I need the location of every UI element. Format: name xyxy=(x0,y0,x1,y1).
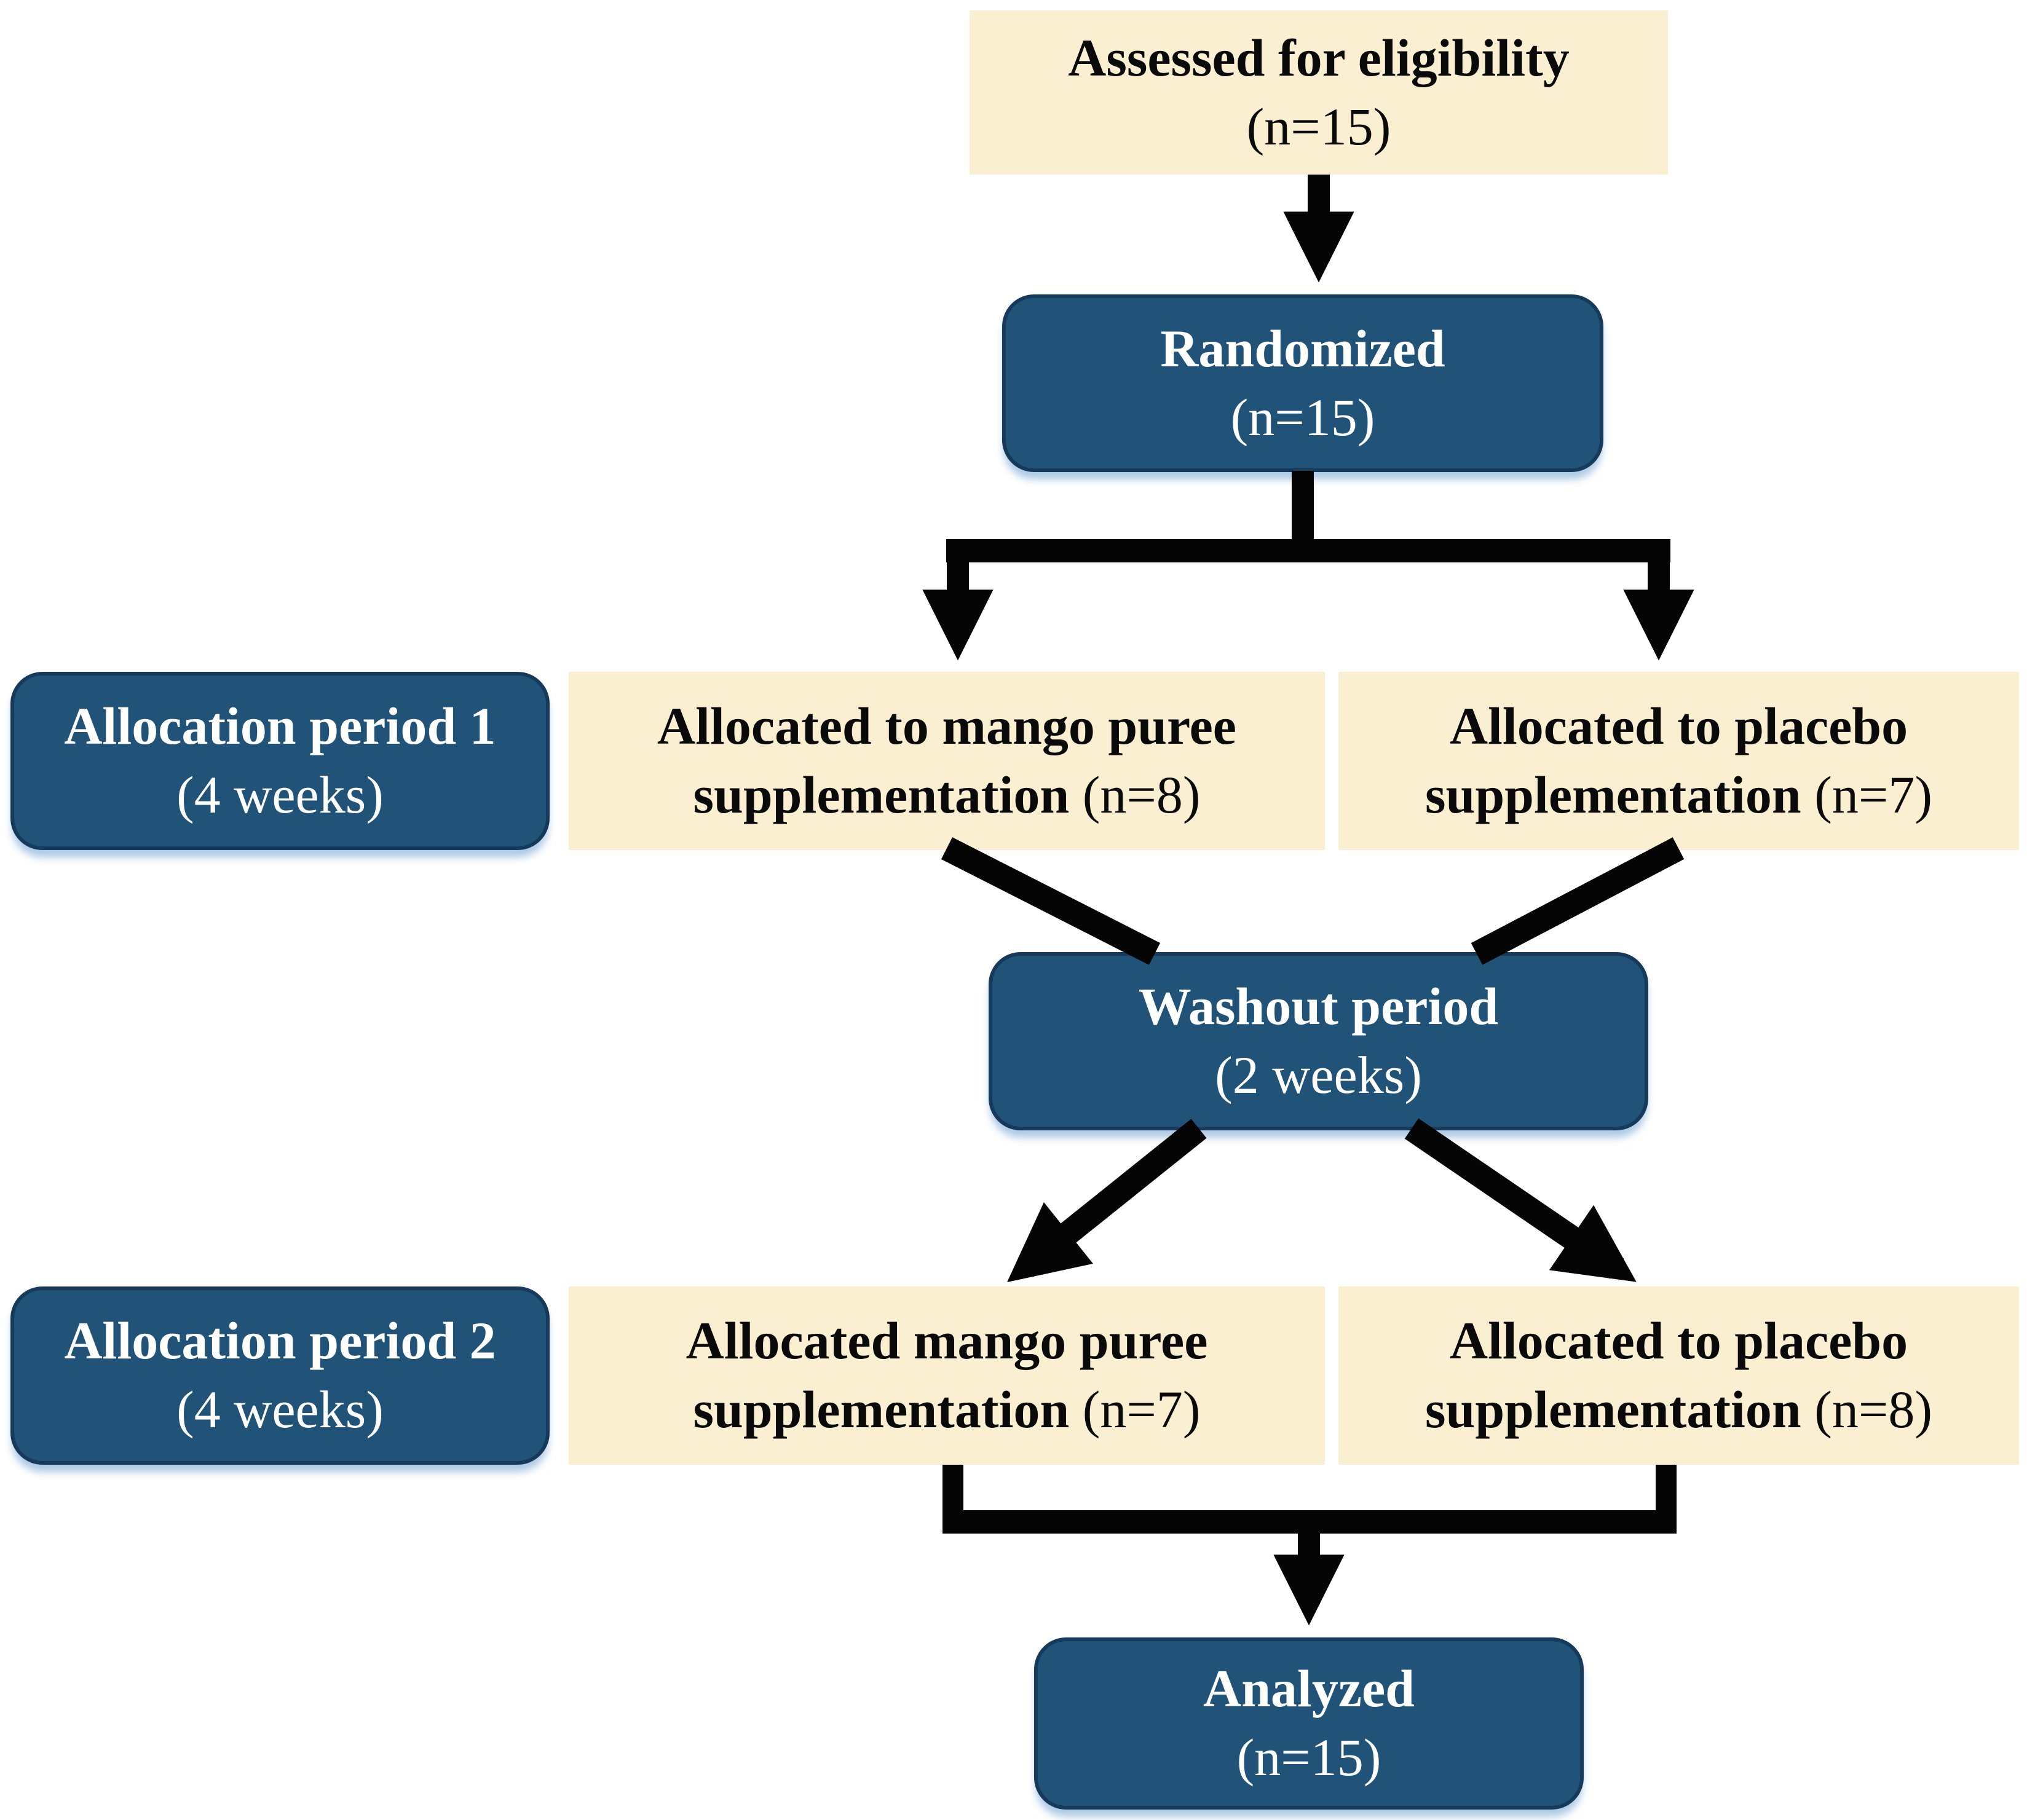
arrow-washout-to-mango2 xyxy=(1007,1119,1207,1283)
node-analyzed: Analyzed (n=15) xyxy=(1034,1637,1584,1810)
arrow-washout-to-placebo2 xyxy=(1404,1118,1637,1282)
node-label: Analyzed (n=15) xyxy=(1203,1655,1415,1792)
node-allocation-period-1: Allocation period 1 (4 weeks) xyxy=(10,672,550,850)
node-allocated-placebo-period2: Allocated to placebo supplementation (n=… xyxy=(1338,1286,2019,1465)
node-allocation-period-2: Allocation period 2 (4 weeks) xyxy=(10,1286,550,1465)
node-title: Washout period xyxy=(1138,977,1499,1036)
node-label: Allocated mango puree supplementation (n… xyxy=(569,1307,1325,1444)
node-title: Allocated to placebo supplementation xyxy=(1425,1311,1908,1439)
node-count: (n=8) xyxy=(1082,765,1201,824)
node-count: (n=15) xyxy=(1230,387,1375,447)
node-duration: (4 weeks) xyxy=(176,765,384,824)
node-count: (n=15) xyxy=(1236,1728,1381,1787)
node-allocated-mango-puree-period2: Allocated mango puree supplementation (n… xyxy=(569,1286,1325,1465)
node-label: Assessed for eligibility (n=15) xyxy=(1068,24,1569,162)
line-mango1-to-washout xyxy=(941,837,1161,965)
node-title: Allocation period 1 xyxy=(64,696,496,756)
node-washout-period: Washout period (2 weeks) xyxy=(989,952,1648,1130)
node-count: (n=15) xyxy=(1246,97,1391,156)
node-title: Assessed for eligibility xyxy=(1068,28,1570,87)
node-title: Allocated mango puree supplementation xyxy=(686,1311,1208,1439)
node-label: Washout period (2 weeks) xyxy=(1139,972,1498,1110)
node-count: (n=7) xyxy=(1082,1380,1201,1439)
node-title: Allocated to mango puree supplementation xyxy=(657,696,1236,824)
node-label: Allocated to placebo supplementation (n=… xyxy=(1338,1307,2019,1444)
node-title: Analyzed xyxy=(1203,1659,1415,1719)
node-label: Allocation period 1 (4 weeks) xyxy=(64,692,496,830)
node-title: Randomized xyxy=(1160,318,1445,378)
node-randomized: Randomized (n=15) xyxy=(1002,294,1603,472)
node-allocated-placebo-period1: Allocated to placebo supplementation (n=… xyxy=(1338,672,2019,850)
node-assessed-for-eligibility: Assessed for eligibility (n=15) xyxy=(970,10,1668,175)
node-count: (n=8) xyxy=(1814,1380,1932,1439)
node-title: Allocated to placebo supplementation xyxy=(1425,696,1908,824)
node-label: Randomized (n=15) xyxy=(1160,315,1445,452)
node-duration: (2 weeks) xyxy=(1215,1046,1422,1105)
node-count: (n=7) xyxy=(1814,765,1932,824)
node-duration: (4 weeks) xyxy=(176,1380,384,1439)
node-title: Allocation period 2 xyxy=(64,1311,496,1371)
node-label: Allocation period 2 (4 weeks) xyxy=(64,1307,496,1444)
node-label: Allocated to mango puree supplementation… xyxy=(569,692,1325,830)
node-label: Allocated to placebo supplementation (n=… xyxy=(1338,692,2019,830)
node-allocated-mango-puree-period1: Allocated to mango puree supplementation… xyxy=(569,672,1325,850)
line-placebo1-to-washout xyxy=(1471,837,1685,965)
